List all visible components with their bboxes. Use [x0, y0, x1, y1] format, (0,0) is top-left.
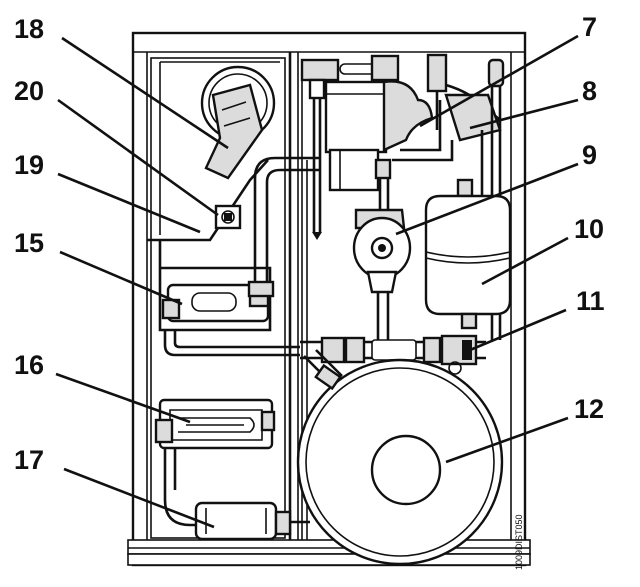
plate-heat-exchanger: [154, 398, 276, 500]
drawing-code: 1009DIST050: [514, 514, 524, 570]
callout-17: 17: [14, 445, 44, 475]
callout-12: 12: [574, 394, 604, 424]
bottom-cylinder: [163, 499, 310, 541]
gas-valve-assembly: [158, 240, 300, 357]
leader-lines: [55, 34, 579, 529]
callout-11: 11: [576, 286, 605, 316]
callout-20: 20: [14, 76, 44, 106]
valve-line: [300, 334, 486, 375]
callout-7: 7: [582, 12, 597, 42]
callout-8: 8: [582, 76, 597, 106]
callout-10: 10: [574, 214, 604, 244]
combustion-chamber: [296, 358, 504, 566]
callout-9: 9: [582, 140, 597, 170]
expansion-vessel: [424, 178, 512, 330]
callout-18: 18: [14, 14, 44, 44]
callout-labels: 18 20 19 15 16 17 7 8 9 10 11 12: [14, 12, 605, 475]
callout-19: 19: [14, 150, 44, 180]
callout-15: 15: [14, 228, 44, 258]
control-module: [147, 159, 269, 242]
vertical-pipe: [247, 156, 320, 298]
fan-assembly: [200, 65, 276, 180]
burner-manifold: [300, 54, 400, 540]
air-pressure-switch: [374, 53, 502, 210]
callout-16: 16: [14, 350, 44, 380]
